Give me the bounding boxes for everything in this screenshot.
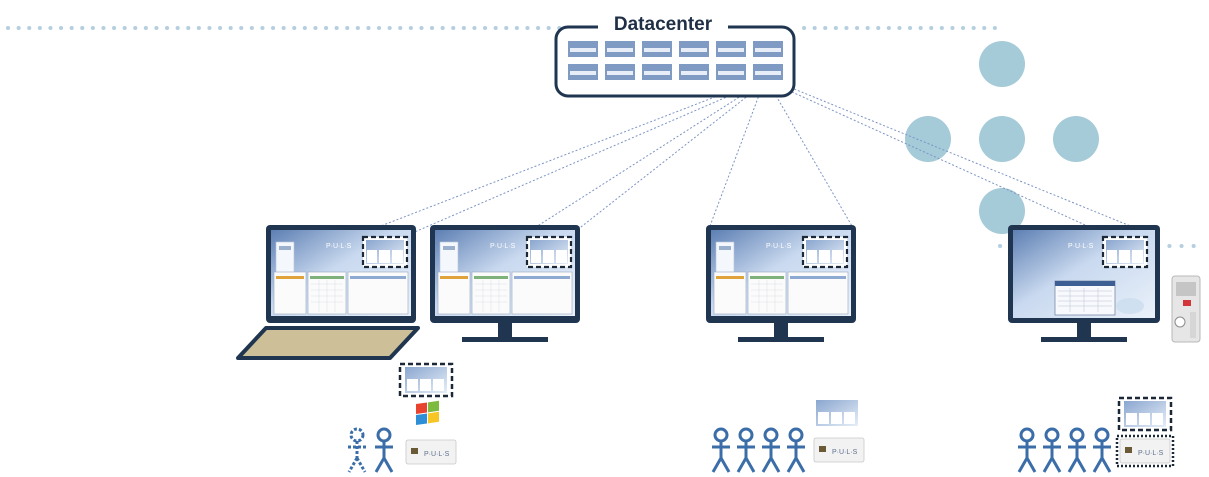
smart-card-icon [405,439,457,465]
datacenter-label: Datacenter [614,14,713,35]
session-mini-screen-icon [1117,396,1173,432]
decorative-bubbles [905,41,1099,234]
user-icon [1041,427,1063,474]
user-icon [760,427,782,474]
monitor-icon [430,225,580,342]
user-icon-dashed [347,427,367,473]
session-mini-screen-icon [816,400,858,426]
datacenter-rack-icon [554,10,796,98]
laptop-icon [236,225,420,360]
session-mini-screen-icon [398,362,454,398]
windows-logo-icon [416,400,439,425]
user-icon [1066,427,1088,474]
user-icon [735,427,757,474]
card-reader-icon [1171,275,1201,343]
user-icon [1091,427,1113,474]
user-icon [785,427,807,474]
monitor-icon [706,225,856,342]
smart-card-icon [1115,434,1175,468]
user-icon [710,427,732,474]
monitor-icon: P·U·L·S [1008,225,1160,342]
user-icon [373,427,395,474]
svg-text:P·U·L·S: P·U·L·S [1068,243,1094,250]
connection-links [359,77,1151,235]
smart-card-icon [813,437,865,463]
user-icon [1016,427,1038,474]
